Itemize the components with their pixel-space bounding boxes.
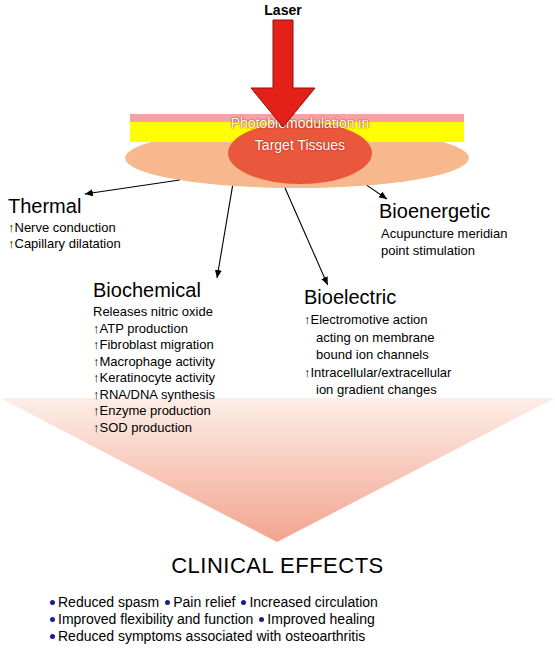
effect-item: ↑Macrophage activity: [93, 354, 293, 371]
clinical-effects: CLINICAL EFFECTS Reduced spasm Pain relief…: [0, 552, 555, 645]
bullet-dot: [50, 600, 55, 605]
effect-item: ↑Fibroblast migration: [93, 337, 293, 354]
group-heading: Bioenergetic: [379, 199, 539, 223]
effect-item: ↑Enzyme production: [93, 403, 293, 420]
group-heading: Bioelectric: [304, 285, 462, 309]
bullet-dot: [50, 634, 55, 639]
source-label: Laser: [253, 2, 313, 18]
effect-text: Reduced spasm: [58, 594, 159, 610]
effect-item: ↑SOD production: [93, 420, 293, 437]
effect-item: ↑Nerve conduction: [8, 220, 168, 236]
branch-arrow: [367, 185, 387, 199]
bullet-dot: [241, 600, 246, 605]
effect-item: ↑Electromotive action acting on membrane…: [304, 311, 462, 364]
laser-arrow: [251, 20, 315, 127]
effects-line: Reduced symptoms associated with osteoar…: [0, 628, 555, 645]
bioenergetic-group: BioenergeticAcupuncture meridian point s…: [379, 199, 539, 259]
effect-item: ↑Keratinocyte activity: [93, 370, 293, 387]
group-heading: Thermal: [8, 194, 168, 218]
thermal-group: Thermal ↑Nerve conduction↑Capillary dilat…: [8, 194, 168, 251]
effect-text: Improved healing: [267, 611, 374, 627]
bullet-dot: [50, 617, 55, 622]
effect-item: Acupuncture meridian point stimulation: [379, 225, 539, 259]
effect-entry: Improved healing: [259, 611, 374, 627]
effects-line: Reduced spasm Pain relief Increased circul…: [0, 594, 555, 611]
effect-text: Increased circulation: [249, 594, 377, 610]
funnel-triangle: [0, 398, 555, 542]
branch-arrow: [85, 180, 180, 194]
biochemical-group: BiochemicalReleases nitric oxide↑ATP pro…: [93, 278, 293, 436]
effect-item: ↑RNA/DNA synthesis: [93, 387, 293, 404]
effect-text: Pain relief: [173, 594, 235, 610]
effect-item: ↑ATP production: [93, 321, 293, 338]
bullet-dot: [259, 617, 264, 622]
section-heading: CLINICAL EFFECTS: [0, 552, 555, 580]
effect-text: Improved flexibility and function: [58, 611, 253, 627]
target-tissue-ellipse: Photobiomodulation in Target Tissues: [122, 110, 472, 190]
effect-item: Releases nitric oxide: [93, 304, 293, 321]
effect-text: Reduced symptoms associated with osteoar…: [58, 628, 365, 644]
branch-arrow: [285, 188, 328, 285]
bullet-dot: [165, 600, 170, 605]
effect-entry: Improved flexibility and function: [50, 611, 253, 627]
effect-entry: Pain relief: [165, 594, 235, 610]
tissue-label: Photobiomodulation in Target Tissues: [225, 112, 375, 156]
effect-item: ↑Capillary dilatation: [8, 236, 168, 252]
effect-item: ↑Intracellular/extracellular ion gradien…: [304, 364, 462, 399]
effect-entry: Increased circulation: [241, 594, 377, 610]
bioelectric-group: Bioelectric↑Electromotive action acting …: [304, 285, 462, 399]
effect-entry: Reduced symptoms associated with osteoar…: [50, 628, 365, 644]
effects-line: Improved flexibility and function Improve…: [0, 611, 555, 628]
effect-entry: Reduced spasm: [50, 594, 159, 610]
branch-arrow: [217, 186, 233, 278]
group-heading: Biochemical: [93, 278, 293, 302]
effects-list: Reduced spasm Pain relief Increased circul…: [0, 594, 555, 645]
